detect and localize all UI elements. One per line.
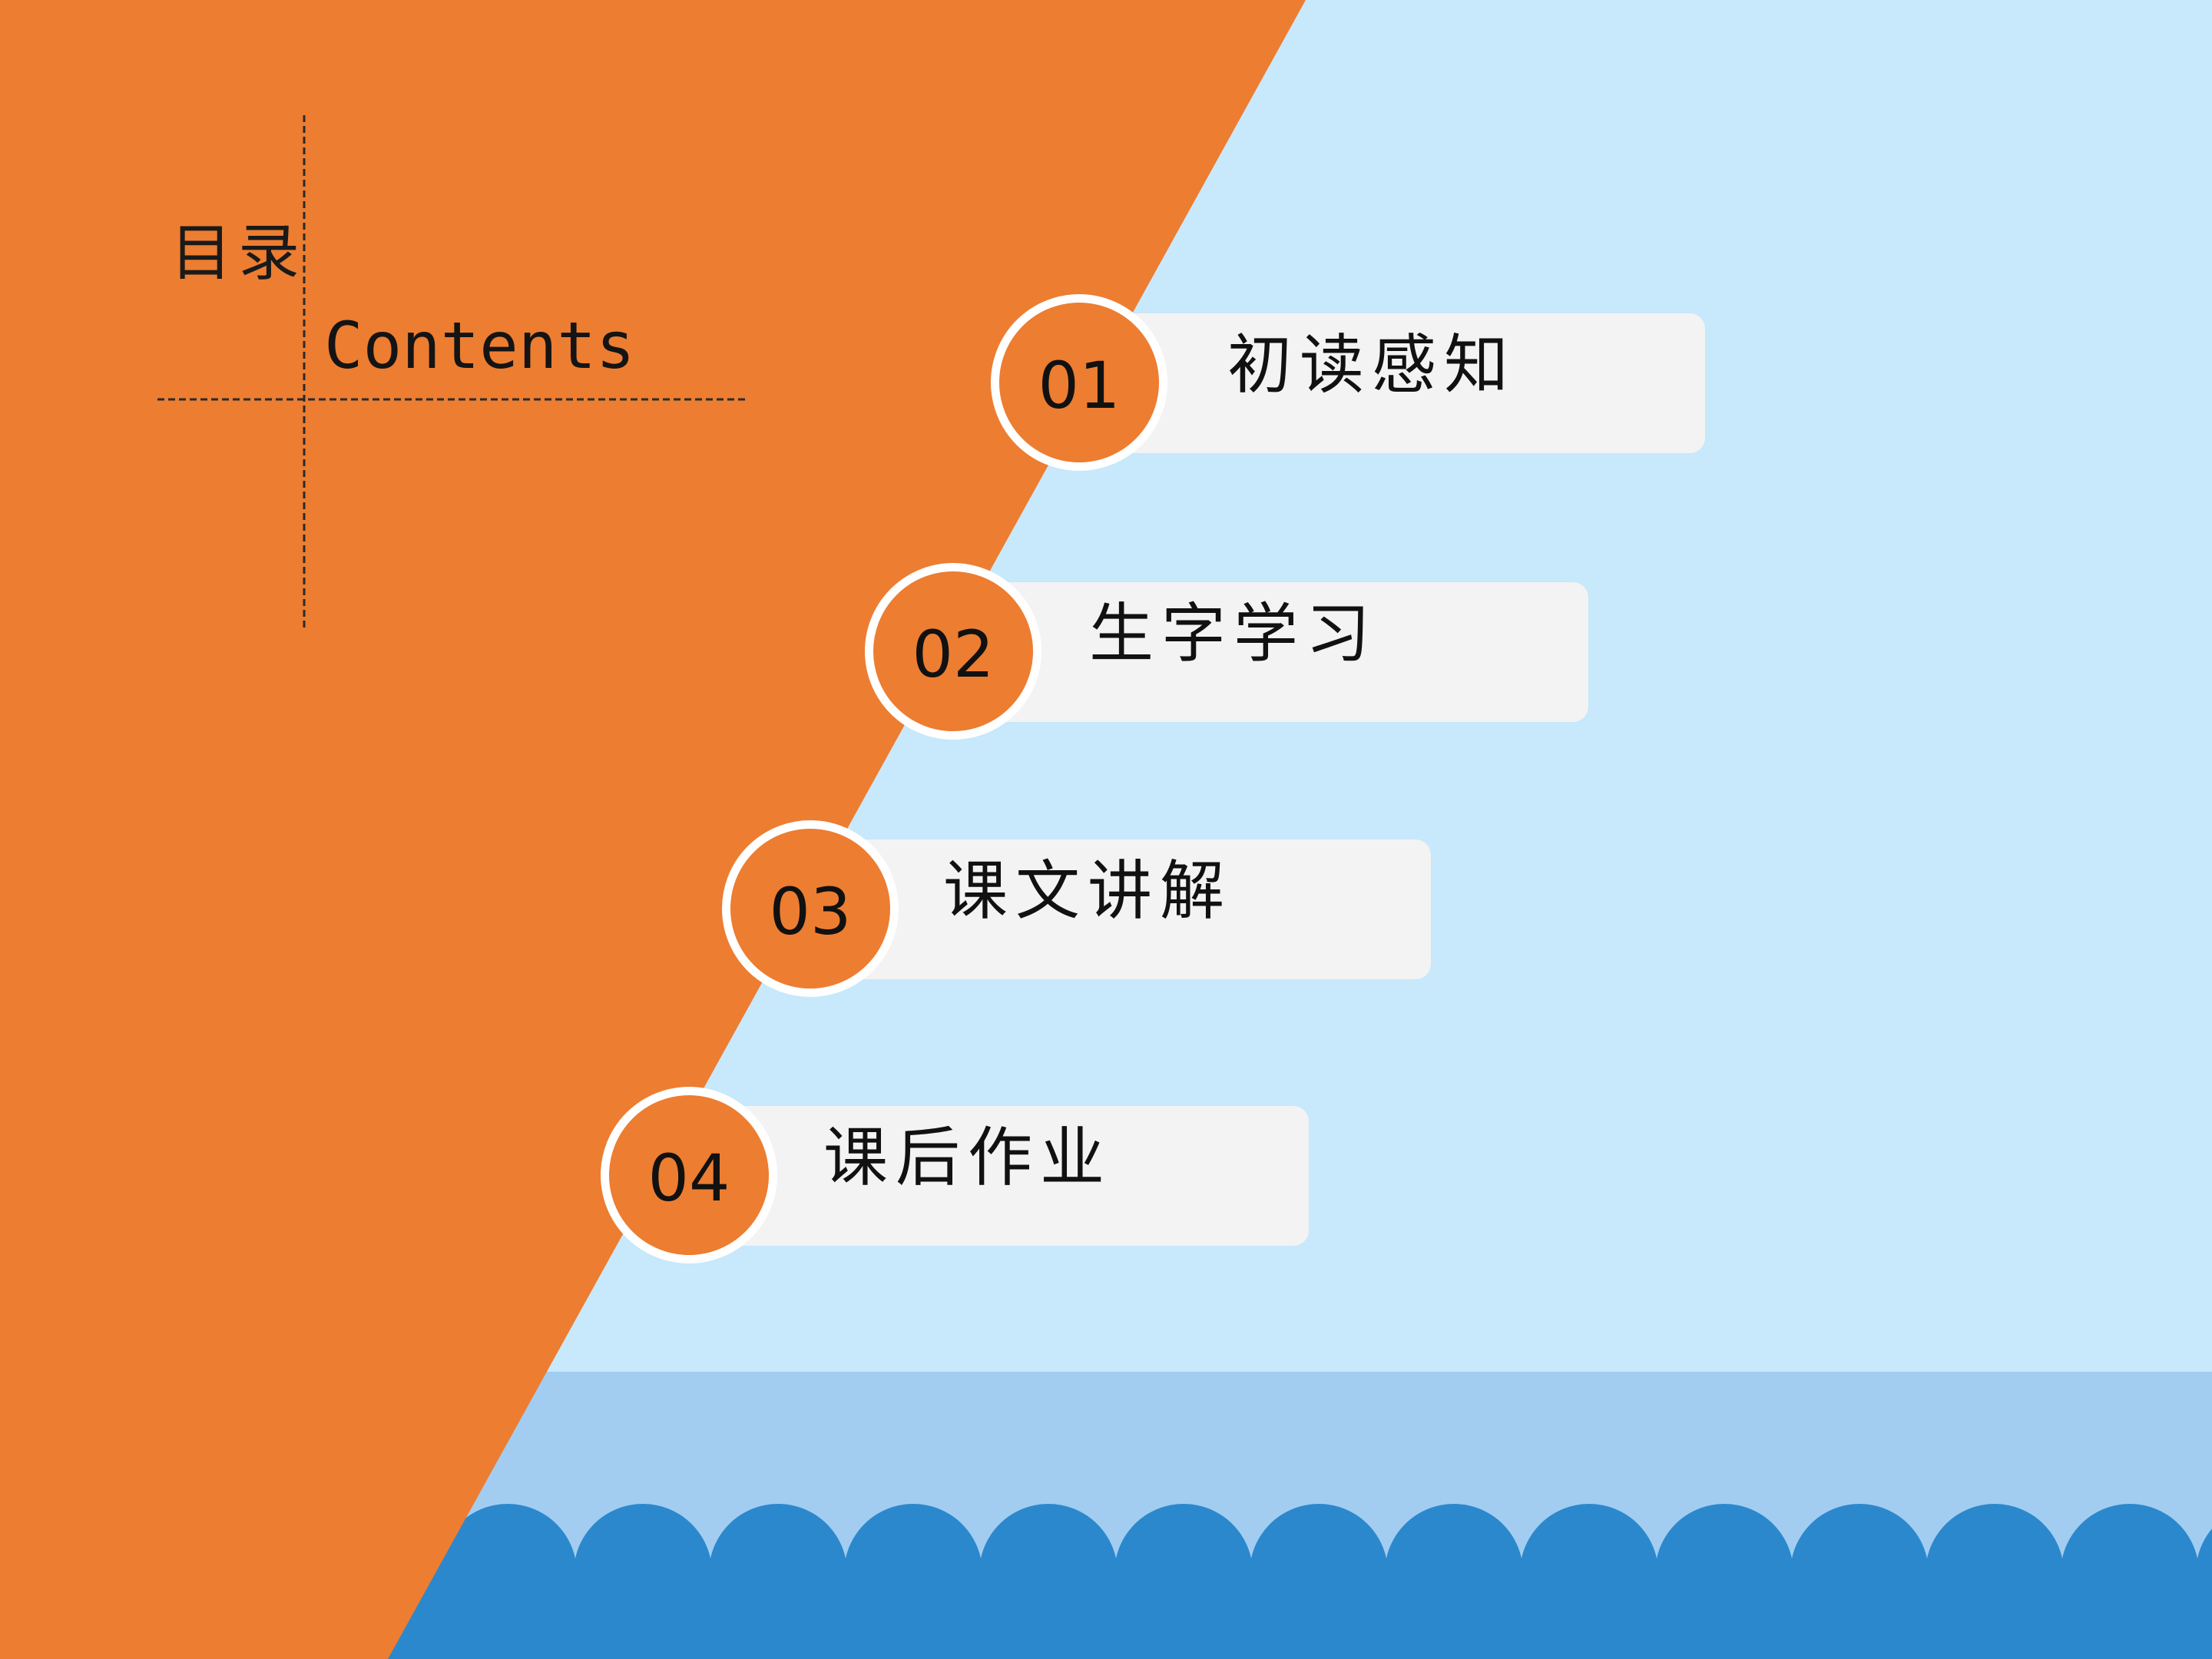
toc-item-label: 课后作业 (823, 1120, 1113, 1195)
dashed-cross-lines (157, 115, 745, 628)
wave-scallop (1451, 1582, 1589, 1659)
toc-item-number-circle: 04 (601, 1087, 777, 1263)
wave-scallop (1045, 1582, 1184, 1659)
wave-scallop (1181, 1582, 1319, 1659)
wave-scallop (775, 1582, 913, 1659)
toc-item-pill (806, 839, 1431, 979)
toc-item-pill (949, 582, 1588, 722)
wave-scallop (505, 1582, 643, 1659)
contents-title-english: Contents (324, 308, 635, 383)
toc-item-number: 04 (647, 1141, 730, 1216)
toc-item-label: 课文讲解 (943, 853, 1233, 929)
toc-item-number: 03 (769, 874, 852, 949)
toc-item-number: 01 (1038, 348, 1121, 423)
toc-item-label: 生字学习 (1089, 596, 1379, 671)
toc-item-label: 初读感知 (1227, 327, 1517, 402)
wave-pattern (234, 1504, 2212, 1659)
toc-item-pill (1075, 313, 1705, 453)
wave-scallop (1856, 1582, 1995, 1659)
toc-item-number-circle: 03 (722, 820, 899, 997)
wave-scallop (1586, 1582, 1724, 1659)
wave-scallop (1316, 1582, 1454, 1659)
toc-item-number-circle: 02 (865, 563, 1041, 740)
wave-scallop (1992, 1582, 2130, 1659)
contents-title-chinese: 目录 (171, 217, 306, 289)
wave-scallop (640, 1582, 778, 1659)
toc-item-number: 02 (912, 617, 995, 692)
wave-scallop (2127, 1582, 2212, 1659)
wave-scallop (1721, 1582, 1859, 1659)
toc-item-number-circle: 01 (991, 294, 1167, 471)
wave-scallop (910, 1582, 1048, 1659)
toc-item-pill (685, 1106, 1309, 1246)
orange-diagonal-panel (0, 0, 1306, 1659)
